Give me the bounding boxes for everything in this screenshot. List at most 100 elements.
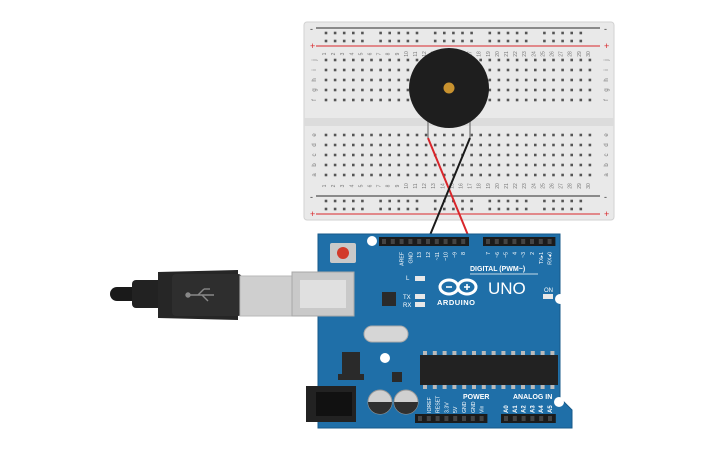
breadboard-hole[interactable] [534,78,537,82]
breadboard-hole[interactable] [424,153,428,157]
breadboard-hole[interactable] [479,133,482,137]
breadboard-hole[interactable] [515,173,519,177]
breadboard-hole[interactable] [370,143,373,147]
breadboard-hole[interactable] [352,88,355,92]
rail-hole[interactable] [352,207,355,211]
breadboard-hole[interactable] [470,143,473,147]
breadboard-hole[interactable] [588,163,592,167]
arduino-uno-board[interactable]: L TX RX ON ARDUINO UNO DIGITAL (PWM~) PO… [291,233,573,429]
breadboard-hole[interactable] [406,153,410,157]
breadboard-hole[interactable] [524,78,528,82]
breadboard-hole[interactable] [506,143,510,147]
rail-hole[interactable] [461,199,464,203]
breadboard-hole[interactable] [379,163,382,167]
breadboard-hole[interactable] [452,133,455,137]
breadboard-hole[interactable] [497,58,501,62]
breadboard-hole[interactable] [370,153,373,157]
breadboard-hole[interactable] [352,133,355,137]
breadboard-hole[interactable] [333,78,337,82]
breadboard-hole[interactable] [506,153,510,157]
digital-header-pin[interactable] [443,239,448,244]
usb-cable[interactable] [110,270,293,320]
breadboard-hole[interactable] [488,78,492,82]
breadboard-hole[interactable] [388,88,391,92]
breadboard-hole[interactable] [388,68,391,72]
breadboard-hole[interactable] [388,58,391,62]
breadboard-hole[interactable] [379,173,382,177]
breadboard-hole[interactable] [324,173,328,177]
rail-hole[interactable] [324,39,328,43]
breadboard-hole[interactable] [588,68,592,72]
rail-hole[interactable] [524,39,528,43]
digital-header-pin[interactable] [494,239,499,244]
power-header-pin[interactable] [444,416,449,421]
breadboard-hole[interactable] [497,133,501,137]
breadboard-hole[interactable] [333,133,337,137]
rail-hole[interactable] [415,31,419,35]
analog-header-pin[interactable] [504,416,508,421]
breadboard-hole[interactable] [406,163,410,167]
breadboard-hole[interactable] [570,133,573,137]
breadboard-hole[interactable] [352,68,355,72]
rail-hole[interactable] [333,207,337,211]
breadboard-hole[interactable] [415,133,419,137]
breadboard-hole[interactable] [543,153,546,157]
breadboard-hole[interactable] [552,78,555,82]
rail-hole[interactable] [352,39,355,43]
digital-header-pin[interactable] [503,239,508,244]
rail-hole[interactable] [561,207,564,211]
breadboard-hole[interactable] [452,163,455,167]
breadboard-hole[interactable] [552,163,555,167]
breadboard-hole[interactable] [379,153,382,157]
breadboard-hole[interactable] [497,153,501,157]
breadboard-hole[interactable] [561,88,564,92]
breadboard-hole[interactable] [543,133,546,137]
black-wire[interactable] [427,137,471,241]
breadboard-hole[interactable] [324,153,328,157]
rail-hole[interactable] [443,207,446,211]
breadboard-hole[interactable] [552,58,555,62]
breadboard-hole[interactable] [479,163,482,167]
breadboard-hole[interactable] [324,133,328,137]
rail-hole[interactable] [461,31,464,35]
breadboard-hole[interactable] [424,133,428,137]
breadboard-hole[interactable] [488,163,492,167]
breadboard-hole[interactable] [333,68,337,72]
analog-header-pin[interactable] [530,416,535,421]
rail-hole[interactable] [497,207,501,211]
breadboard-hole[interactable] [588,58,592,62]
breadboard-hole[interactable] [388,78,391,82]
breadboard-hole[interactable] [570,88,573,92]
rail-hole[interactable] [379,199,382,203]
breadboard-hole[interactable] [361,173,364,177]
digital-header-pin[interactable] [408,239,413,244]
breadboard-hole[interactable] [561,98,564,102]
breadboard-hole[interactable] [497,68,501,72]
breadboard-hole[interactable] [415,173,419,177]
breadboard-hole[interactable] [388,173,391,177]
rail-hole[interactable] [561,31,564,35]
breadboard-hole[interactable] [506,78,510,82]
breadboard-hole[interactable] [543,163,546,167]
breadboard-hole[interactable] [342,133,346,137]
breadboard-hole[interactable] [470,133,473,137]
breadboard-hole[interactable] [515,153,519,157]
breadboard-hole[interactable] [461,143,464,147]
breadboard-hole[interactable] [370,98,373,102]
rail-hole[interactable] [552,199,555,203]
digital-header-pin[interactable] [512,239,517,244]
rail-hole[interactable] [543,199,546,203]
breadboard-hole[interactable] [461,163,464,167]
breadboard-hole[interactable] [534,163,537,167]
rail-hole[interactable] [470,31,473,35]
breadboard-hole[interactable] [579,58,583,62]
breadboard-hole[interactable] [406,58,410,62]
breadboard-hole[interactable] [543,143,546,147]
breadboard-hole[interactable] [342,153,346,157]
rail-hole[interactable] [361,199,364,203]
breadboard-hole[interactable] [324,78,328,82]
rail-hole[interactable] [470,39,473,43]
breadboard-hole[interactable] [352,143,355,147]
breadboard-hole[interactable] [543,78,546,82]
breadboard-hole[interactable] [415,163,419,167]
